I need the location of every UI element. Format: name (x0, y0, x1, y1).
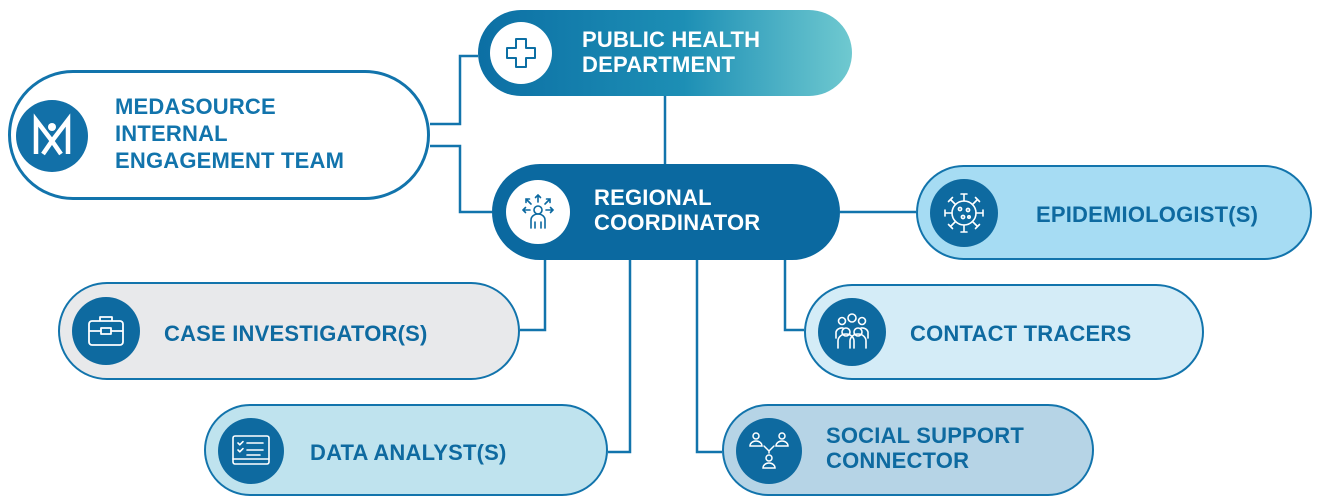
regional-coordinator-node: REGIONAL COORDINATOR (492, 164, 840, 260)
connector-regional-data (608, 260, 632, 454)
connector-medasource-public-health (430, 54, 478, 126)
social-support-connector-label: SOCIAL SUPPORT CONNECTOR (826, 423, 1024, 473)
social-support-connector-node: SOCIAL SUPPORT CONNECTOR (722, 404, 1094, 496)
connector-medasource-regional (430, 144, 492, 214)
data-analyst-label: DATA ANALYST(S) (310, 440, 507, 465)
public-health-department-label: PUBLIC HEALTH DEPARTMENT (582, 27, 761, 77)
connector-regional-case (520, 260, 547, 332)
medasource-logo-icon (16, 100, 88, 172)
connector-regional-social (695, 260, 722, 454)
medical-cross-icon (490, 22, 552, 84)
medasource-label: MEDASOURCE INTERNAL ENGAGEMENT TEAM (115, 94, 345, 174)
people-connection-icon (736, 418, 802, 484)
public-health-department-node: PUBLIC HEALTH DEPARTMENT (478, 10, 852, 96)
medasource-internal-engagement-team-node: MEDASOURCE INTERNAL ENGAGEMENT TEAM (8, 70, 430, 200)
checklist-monitor-icon (218, 418, 284, 484)
regional-coordinator-label: REGIONAL COORDINATOR (594, 185, 761, 235)
epidemiologist-node: EPIDEMIOLOGIST(S) (916, 165, 1312, 260)
contact-tracers-node: CONTACT TRACERS (804, 284, 1204, 380)
data-analyst-node: DATA ANALYST(S) (204, 404, 608, 496)
briefcase-icon (72, 297, 140, 365)
epidemiologist-label: EPIDEMIOLOGIST(S) (1036, 202, 1259, 227)
case-investigator-node: CASE INVESTIGATOR(S) (58, 282, 520, 380)
case-investigator-label: CASE INVESTIGATOR(S) (164, 321, 428, 346)
group-people-icon (818, 298, 886, 366)
virus-icon (930, 179, 998, 247)
person-network-icon (506, 180, 570, 244)
connector-regional-contact (783, 260, 804, 332)
contact-tracers-label: CONTACT TRACERS (910, 321, 1132, 346)
